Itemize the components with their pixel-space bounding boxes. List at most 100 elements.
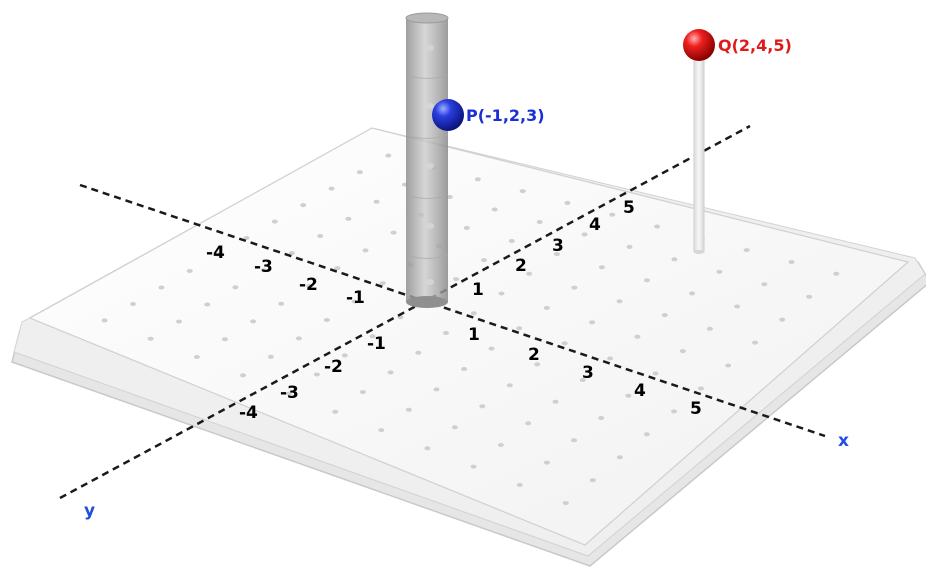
point-p-label: P(-1,2,3) [466, 106, 545, 125]
board-peg [345, 216, 352, 221]
board-peg [387, 370, 394, 375]
board-peg [536, 220, 543, 224]
board-peg [278, 301, 285, 306]
board-peg [373, 199, 380, 204]
board-peg [101, 318, 108, 323]
board-peg [271, 219, 278, 224]
board-peg [581, 232, 588, 237]
y-tick-label: -2 [324, 357, 343, 377]
board-peg [474, 177, 481, 182]
board-peg [706, 326, 713, 331]
x-tick-label: 3 [582, 363, 594, 383]
board-peg [506, 383, 513, 388]
board-peg [752, 340, 759, 345]
board-peg [359, 390, 366, 395]
y-tick-label: 3 [552, 236, 564, 256]
board-peg [351, 299, 358, 304]
board-peg [215, 252, 222, 257]
board-peg [616, 455, 623, 460]
board-peg [334, 266, 341, 271]
y-tick-label: -4 [239, 403, 258, 423]
board-peg [644, 278, 650, 283]
board-peg [453, 277, 460, 282]
board-peg [491, 207, 498, 212]
board-peg [232, 285, 239, 290]
board-peg [671, 409, 677, 414]
board-peg [488, 346, 495, 351]
board-peg [689, 291, 696, 296]
x-tick-label: -3 [254, 257, 273, 277]
board-peg [323, 318, 330, 322]
board-peg [626, 244, 633, 249]
board-peg [288, 251, 295, 256]
board-peg [561, 341, 568, 346]
board-peg [332, 409, 339, 414]
board-peg [671, 257, 678, 262]
y-tick-label: 2 [515, 256, 527, 276]
board-peg [479, 404, 486, 409]
board-peg [313, 372, 320, 377]
point-p[interactable]: P(-1,2,3) [432, 99, 545, 131]
board-peg [543, 460, 550, 465]
y-axis-line [59, 124, 751, 500]
board-peg [607, 356, 614, 361]
board-peg [369, 334, 376, 339]
board-peg [598, 416, 605, 420]
board-peg [433, 387, 440, 392]
board-peg [564, 200, 571, 205]
board-peg [147, 336, 154, 341]
board-peg [609, 212, 616, 217]
board-peg [553, 252, 560, 257]
board-peg [643, 432, 650, 437]
board-peg [424, 446, 431, 451]
x-tick-label: 4 [634, 381, 646, 401]
board-peg [779, 317, 786, 322]
board-peg [598, 265, 605, 270]
board-peg [552, 399, 559, 404]
board-peg [243, 236, 250, 240]
board-peg [443, 331, 449, 335]
board-peg [679, 349, 686, 354]
board-peg [405, 407, 412, 412]
board-peg [634, 334, 641, 339]
board-peg [250, 319, 257, 324]
board-peg [390, 230, 397, 235]
x-tick-label: -1 [346, 288, 365, 308]
board-peg [661, 313, 668, 318]
board-peg [451, 425, 458, 430]
board-peg [415, 350, 422, 355]
board-peg [295, 336, 302, 341]
board-top [28, 127, 910, 546]
point-q[interactable]: Q(2,4,5) [683, 29, 792, 61]
board-peg [716, 269, 723, 274]
board-peg [788, 260, 795, 264]
board-peg [571, 438, 577, 443]
x-tick-label: -4 [206, 243, 225, 263]
board-peg [240, 373, 246, 378]
x-tick-label: 5 [690, 399, 702, 419]
board-peg [525, 421, 532, 426]
y-axis-label: y [84, 501, 95, 521]
board-peg [470, 464, 477, 469]
point-q-label: Q(2,4,5) [718, 36, 792, 55]
y-tick-label: -1 [367, 334, 386, 354]
board-peg [158, 285, 165, 290]
board-peg [562, 501, 569, 506]
p-cylinder [405, 12, 449, 308]
board-peg [806, 294, 813, 299]
board-peg [652, 371, 659, 376]
x-tick-label: -2 [299, 275, 318, 295]
y-tick-label: 1 [472, 280, 484, 300]
board-peg [833, 271, 840, 276]
y-tick-label: 4 [589, 215, 601, 235]
board-peg [300, 203, 307, 208]
board-peg [317, 234, 324, 238]
board-peg [286, 391, 293, 396]
board-peg [625, 393, 632, 398]
board-peg [186, 269, 193, 273]
q-rod [693, 55, 705, 254]
x-axis-label: x [838, 431, 849, 451]
